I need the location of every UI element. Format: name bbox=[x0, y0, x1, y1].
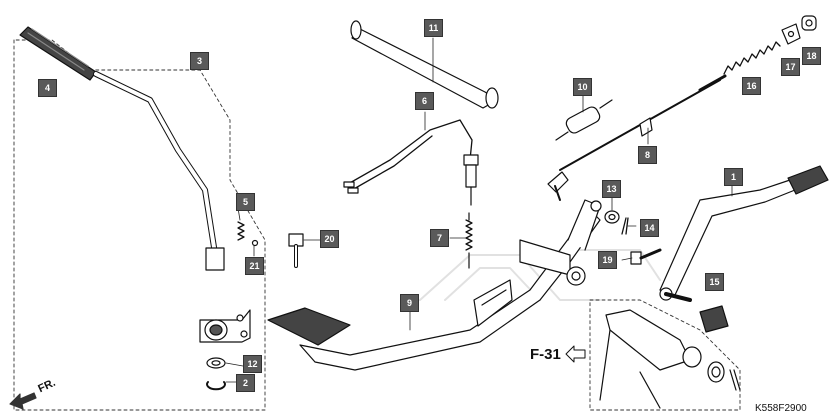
callout-8: 8 bbox=[638, 146, 657, 164]
step-pedal bbox=[659, 165, 829, 302]
detail-parts bbox=[599, 309, 741, 409]
diagram-code: K558F2900 bbox=[755, 403, 807, 414]
pedal-bolt bbox=[630, 248, 662, 265]
callout-14: 14 bbox=[640, 219, 659, 237]
callout-4: 4 bbox=[38, 79, 57, 97]
stop-switch-wire bbox=[343, 119, 479, 206]
callout-2: 2 bbox=[236, 374, 255, 392]
callout-13: 13 bbox=[602, 180, 621, 198]
kick-spring bbox=[237, 221, 245, 241]
callout-19: 19 bbox=[598, 251, 617, 269]
callout-9: 9 bbox=[400, 294, 419, 312]
callout-11: 11 bbox=[424, 19, 443, 37]
brake-pedal bbox=[267, 199, 602, 371]
callout-3: 3 bbox=[190, 52, 209, 70]
callout-6: 6 bbox=[415, 92, 434, 110]
pedal-rubber bbox=[699, 305, 729, 333]
callout-17: 17 bbox=[781, 58, 800, 76]
kick-arm bbox=[93, 71, 225, 271]
adjusting-nut bbox=[801, 15, 817, 31]
callout-16: 16 bbox=[742, 77, 761, 95]
callout-12: 12 bbox=[243, 355, 262, 373]
rod-joint bbox=[781, 23, 801, 45]
callout-10: 10 bbox=[573, 78, 592, 96]
reference-label: F-31 bbox=[530, 346, 561, 363]
callout-18: 18 bbox=[802, 47, 821, 65]
callout-1: 1 bbox=[724, 168, 743, 186]
rod-spring bbox=[719, 39, 781, 75]
washer bbox=[206, 357, 226, 369]
callout-5: 5 bbox=[236, 193, 255, 211]
callout-21: 21 bbox=[245, 257, 264, 275]
detail-outline bbox=[589, 299, 741, 411]
kick-arm-boss bbox=[199, 309, 251, 343]
brake-rod bbox=[547, 74, 727, 201]
pedal-washer bbox=[604, 210, 620, 224]
pivot-shaft bbox=[350, 20, 499, 109]
reference-arrow-icon bbox=[565, 345, 586, 363]
front-arrow-icon bbox=[9, 392, 37, 410]
bolt bbox=[288, 233, 304, 268]
steel-ball bbox=[251, 239, 259, 247]
callout-7: 7 bbox=[430, 229, 449, 247]
callout-20: 20 bbox=[320, 230, 339, 248]
return-spring bbox=[465, 212, 473, 269]
circlip bbox=[206, 381, 226, 391]
cotter-pin bbox=[621, 217, 629, 235]
kick-rubber-grip bbox=[19, 26, 97, 81]
brake-light-spring bbox=[555, 99, 613, 141]
callout-15: 15 bbox=[705, 273, 724, 291]
